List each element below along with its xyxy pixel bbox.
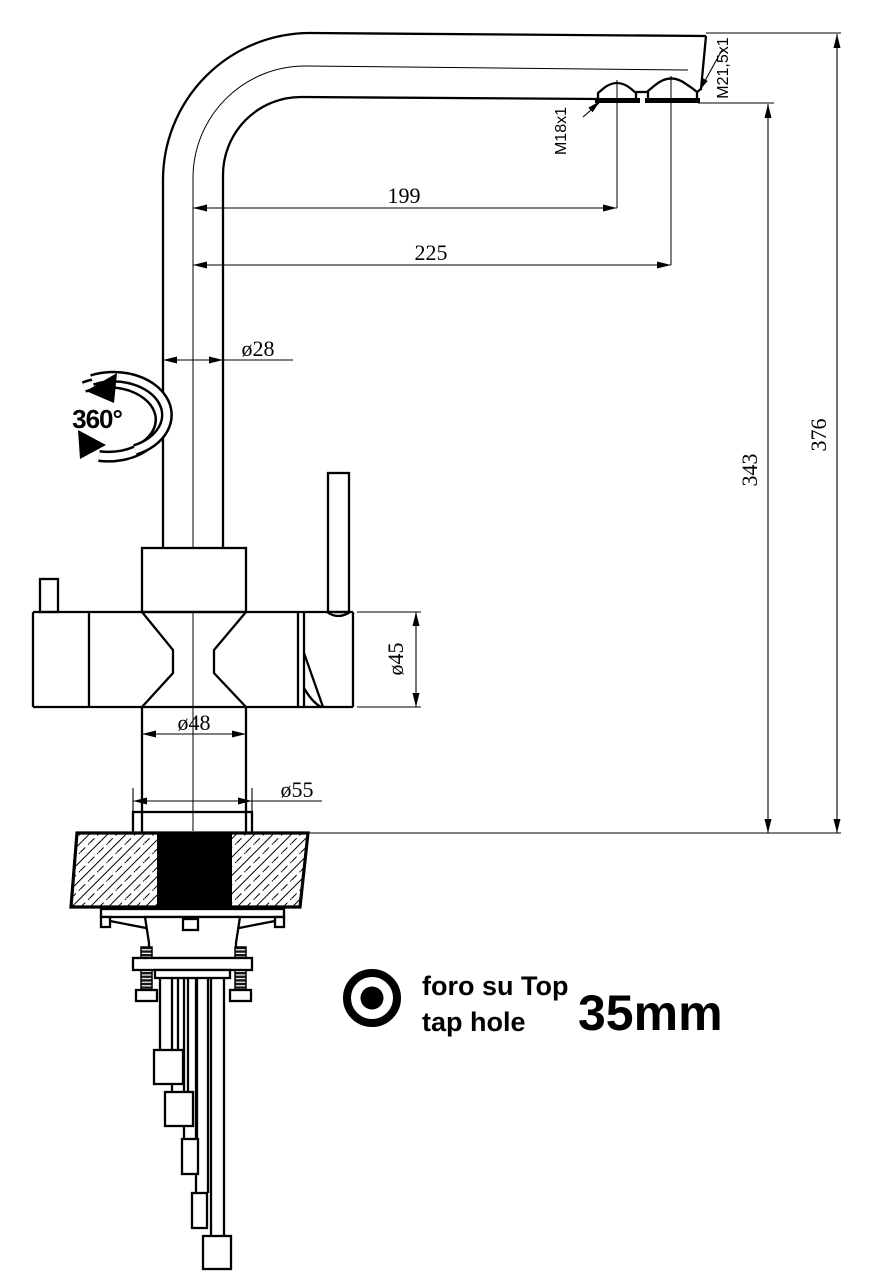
lever-base-arc [326, 611, 351, 618]
rotation-arrow-top [86, 373, 117, 403]
hose-connector-5 [201, 1234, 233, 1271]
right-handle-lever [326, 471, 351, 614]
dim-dia28-label: ø28 [242, 336, 275, 361]
rotation-symbol: 360° [72, 370, 173, 463]
lever-joint-arc [303, 687, 322, 709]
dim-199-label: 199 [388, 183, 421, 208]
lever-joint-line [302, 652, 325, 708]
locking-notch [181, 917, 200, 932]
dim-dia55-label: ø55 [281, 777, 314, 802]
dimension-225: 225 [193, 240, 671, 269]
countertop-outline [69, 831, 310, 909]
dim-376-label: 376 [806, 419, 831, 452]
spout-outline [161, 31, 708, 831]
thread-m18-label: M18x1 [553, 107, 570, 155]
tap-hole-size: 35mm [578, 985, 723, 1041]
rotation-label: 360° [72, 404, 122, 434]
dimension-dia55: ø55 [132, 777, 322, 813]
dim-343-label: 343 [737, 454, 762, 487]
thread-callout-m21: M21,5x1 [699, 37, 732, 99]
washer-tab-right [273, 915, 286, 929]
left-handle-stub [38, 577, 60, 614]
spout-outer-wall [161, 31, 707, 549]
dimension-dia48: ø48 [142, 710, 246, 738]
horseshoe-washer [99, 907, 286, 919]
washer-brace-left [109, 919, 147, 930]
dim-dia28-arrows [163, 356, 223, 364]
legend-text-italian: foro su Top [422, 971, 568, 1001]
base-flange [131, 810, 254, 835]
dimension-376: 376 [706, 32, 841, 833]
body-waist-right [212, 611, 247, 708]
dimension-343: 343 [698, 102, 774, 833]
hose-guide-bar [153, 968, 232, 980]
tube-centerline [192, 65, 689, 831]
dimension-dia45: ø45 [357, 611, 421, 708]
dimension-199: 199 [193, 183, 617, 212]
body-waist-left [141, 611, 175, 708]
hose-connector-2 [163, 1090, 195, 1128]
thread-callout-m18: M18x1 [553, 101, 600, 155]
hose-1 [158, 978, 180, 1050]
dim-dia48-label: ø48 [178, 710, 211, 735]
supply-hoses [152, 978, 233, 1271]
countertop-section [69, 831, 841, 909]
dim-225-label: 225 [415, 240, 448, 265]
spout-inner-wall [221, 95, 599, 549]
stud-nut-left [134, 988, 159, 1003]
body-top-block [140, 546, 248, 614]
aerator-dome-large [646, 77, 699, 99]
dimension-dia28: ø28 [163, 336, 293, 364]
thread-m21-label: M21,5x1 [715, 37, 732, 98]
threaded-shank [157, 833, 232, 907]
mounting-bracket-plate [131, 956, 254, 972]
stud-nut-right [228, 988, 253, 1003]
dim-dia45-label: ø45 [383, 643, 408, 676]
thread-m21-arrow [699, 78, 708, 91]
dim-dia55-arrows [133, 797, 252, 805]
tap-hole-icon [343, 969, 401, 1027]
hose-connector-4 [190, 1191, 209, 1230]
aerator-face-large [645, 98, 700, 103]
hose-connector-3 [180, 1137, 200, 1176]
tap-hole-legend: foro su Top tap hole 35mm [343, 969, 723, 1041]
washer-tab-left [99, 915, 112, 929]
tap-hole-icon-center [360, 986, 384, 1010]
spout-tip-edge [696, 35, 708, 93]
rotation-arrow-bottom [78, 430, 106, 459]
legend-text-english: tap hole [422, 1007, 526, 1037]
hose-5 [209, 978, 226, 1236]
mounting-hardware [99, 907, 286, 1003]
washer-brace-right [238, 919, 276, 930]
thread-m18-arrow [588, 101, 600, 113]
hose-connector-1 [152, 1048, 185, 1086]
